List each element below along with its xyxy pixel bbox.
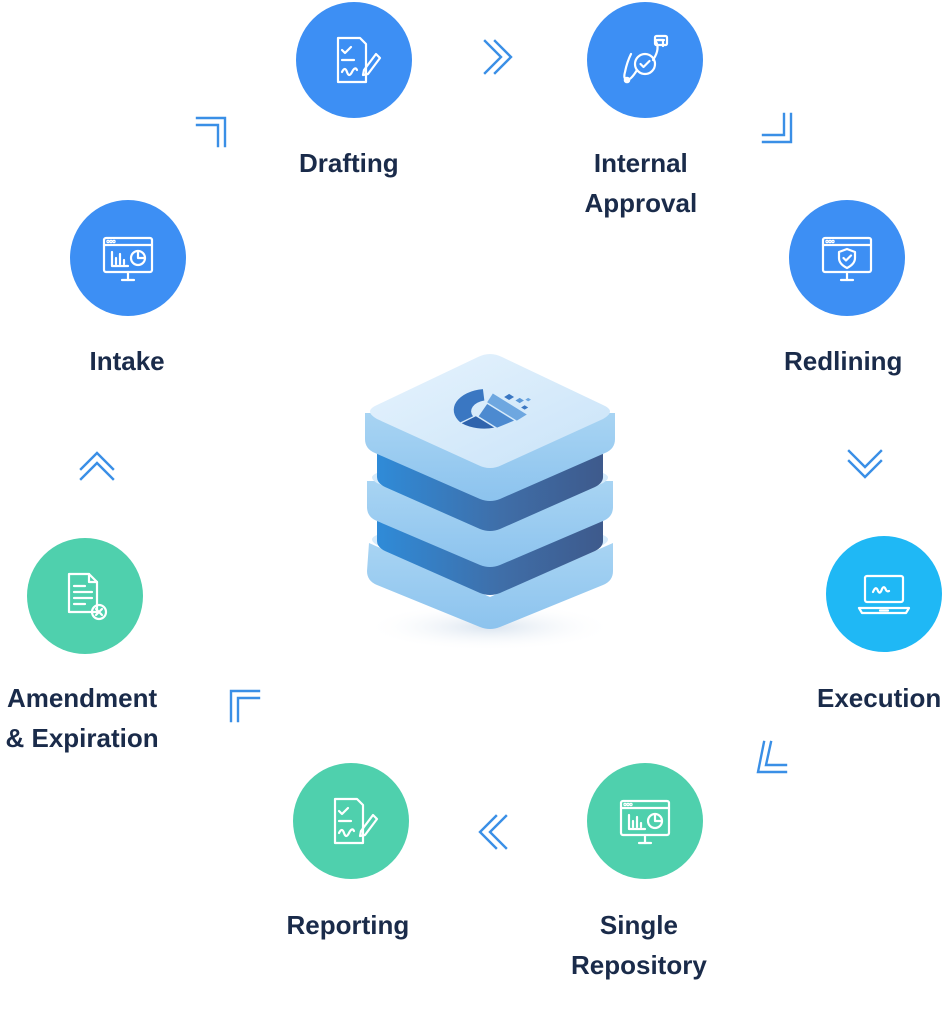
monitor-shield-icon [817,228,877,288]
stage-internal-approval [587,2,703,118]
stage-intake [70,200,186,316]
stage-label-line: Amendment [6,683,158,713]
stage-single-repository [587,763,703,879]
laptop-signature-icon [854,564,914,624]
stage-label-line: Drafting [299,148,399,178]
stage-label-line: Intake [89,346,165,376]
stage-label-line: Internal [593,148,688,178]
stage-label-line: Redlining [784,346,903,376]
stage-label-reporting: Reporting [287,905,410,945]
monitor-chart-icon [98,228,158,288]
double-chevron-up-icon [77,447,117,487]
corner-arrow-down-right-icon [755,110,795,150]
stage-execution [826,536,942,652]
double-chevron-left-icon [474,812,514,852]
stage-label-line: Reporting [286,910,410,940]
document-cancel-icon [55,566,115,626]
stage-reporting [293,763,409,879]
stage-amendment-expiration [27,538,143,654]
approval-badge-icon [615,30,675,90]
stage-label-line: Repository [571,950,707,980]
stage-label-redlining: Redlining [784,341,902,381]
stage-label-execution: Execution [817,678,941,718]
double-chevron-right-icon [477,37,517,77]
stage-label-line: Approval [584,188,698,218]
stage-label-line: Single [599,910,678,940]
stage-label-line: & Expiration [5,723,159,753]
corner-arrow-down-left-icon [752,738,792,778]
contract-sign-icon [324,30,384,90]
monitor-chart-icon [615,791,675,851]
database-stack-logo-icon [365,354,615,651]
stage-label-drafting: Drafting [299,143,399,183]
central-database-stack [355,335,625,655]
contract-sign-icon [321,791,381,851]
stage-redlining [789,200,905,316]
double-chevron-down-icon [845,443,885,483]
stage-drafting [296,2,412,118]
corner-arrow-up-left-icon [225,685,265,725]
stage-label-intake: Intake [90,341,165,381]
stage-label-line: Execution [817,683,942,713]
stage-label-amendment-expiration: Amendment & Expiration [6,678,159,758]
corner-arrow-up-right-icon [193,110,233,150]
